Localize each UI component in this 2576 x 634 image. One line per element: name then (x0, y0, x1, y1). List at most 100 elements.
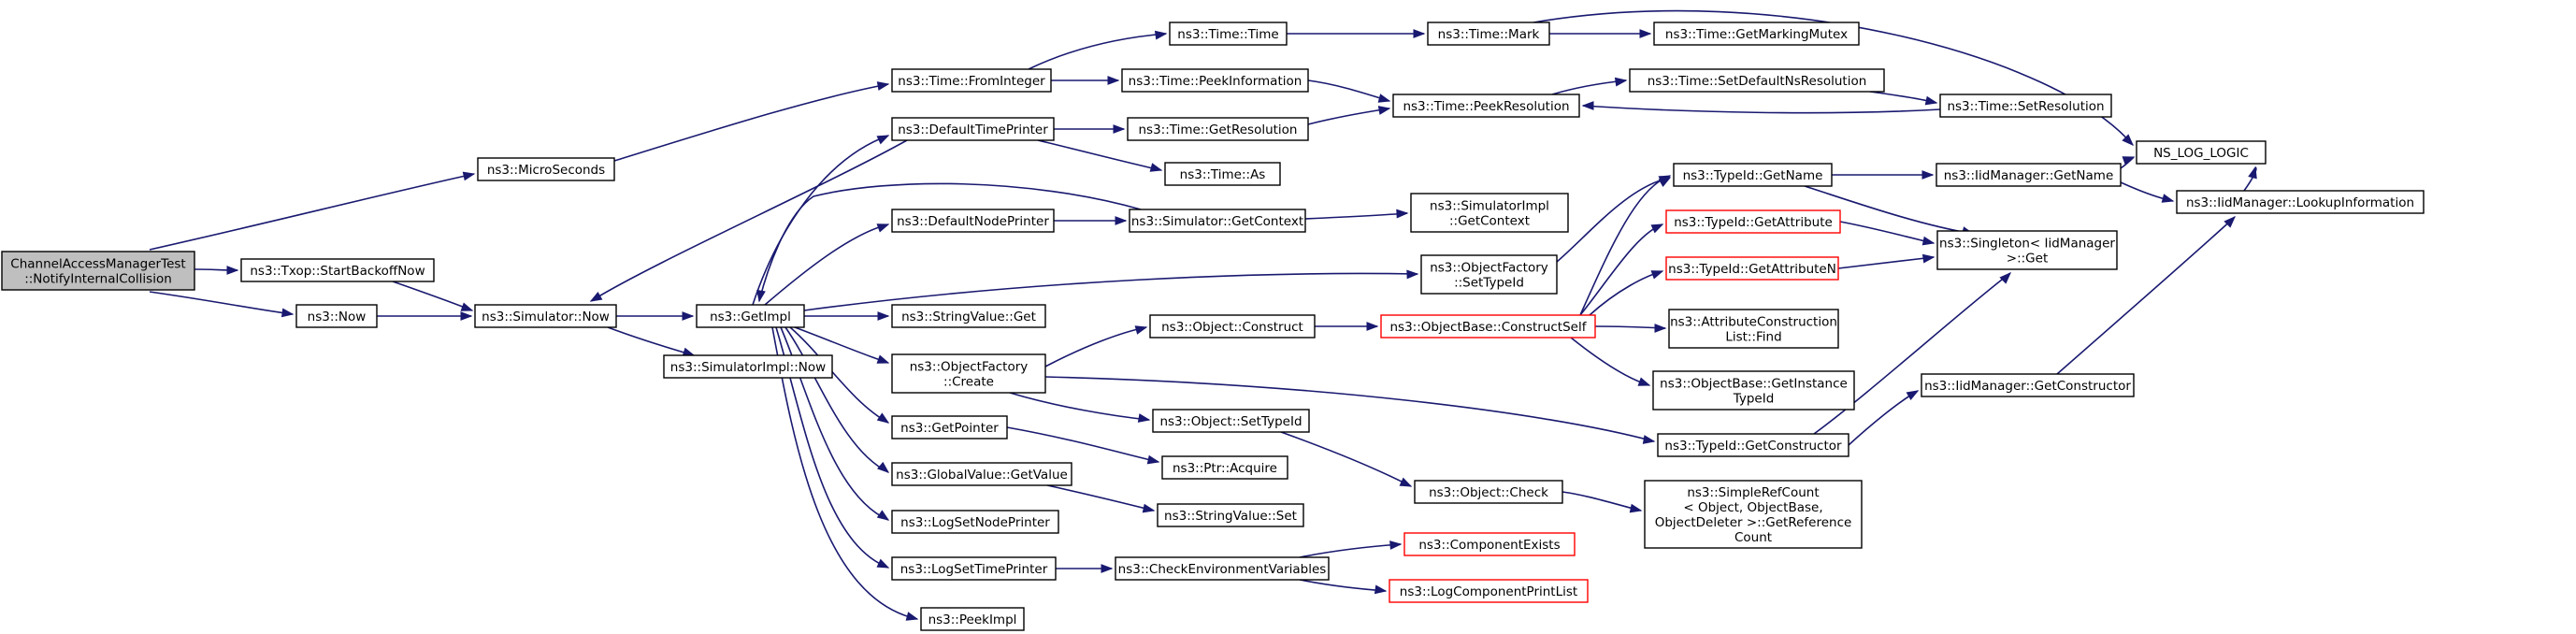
node-now[interactable]: ns3::Now (295, 304, 378, 328)
node-timeas[interactable]: ns3::Time::As (1164, 162, 1281, 186)
node-compexists[interactable]: ns3::ComponentExists (1403, 532, 1576, 556)
node-peekres[interactable]: ns3::Time::PeekResolution (1392, 94, 1580, 118)
node-box[interactable] (1427, 22, 1550, 46)
node-logsetnode[interactable]: ns3::LogSetNodePrinter (891, 510, 1059, 534)
node-box[interactable] (1149, 314, 1316, 339)
node-getimpl[interactable]: ns3::GetImpl (696, 304, 805, 328)
node-box[interactable] (1629, 68, 1885, 93)
node-deftimeprinter[interactable]: ns3::DefaultTimePrinter (891, 117, 1055, 141)
node-box[interactable] (1410, 193, 1569, 233)
node-stringget[interactable]: ns3::StringValue::Get (891, 304, 1046, 328)
node-getres[interactable]: ns3::Time::GetResolution (1127, 117, 1309, 141)
node-getpointer[interactable]: ns3::GetPointer (891, 415, 1008, 439)
node-tigetname[interactable]: ns3::TypeId::GetName (1673, 163, 1833, 187)
node-box[interactable] (2176, 190, 2425, 214)
node-box[interactable] (1121, 68, 1309, 93)
node-box[interactable] (1414, 480, 1563, 504)
node-box[interactable] (1657, 433, 1849, 457)
node-setdefnsres[interactable]: ns3::Time::SetDefaultNsResolution (1629, 68, 1885, 93)
node-setres[interactable]: ns3::Time::SetResolution (1939, 94, 2112, 118)
node-box[interactable] (696, 304, 805, 328)
node-strset[interactable]: ns3::StringValue::Set (1157, 503, 1304, 527)
node-iidgetctor[interactable]: ns3::IidManager::GetConstructor (1921, 373, 2135, 397)
node-defnodeprinter[interactable]: ns3::DefaultNodePrinter (891, 209, 1055, 233)
node-box[interactable] (1161, 455, 1288, 480)
node-box[interactable] (2136, 140, 2267, 165)
node-box[interactable] (1115, 556, 1330, 581)
node-box[interactable] (1420, 254, 1558, 295)
node-ofsettypeid[interactable]: ns3::ObjectFactory::SetTypeId (1420, 254, 1558, 295)
node-box[interactable] (663, 354, 833, 379)
node-box[interactable] (1936, 230, 2118, 270)
node-root[interactable]: ChannelAccessManagerTest::NotifyInternal… (1, 251, 195, 291)
node-simgetctx[interactable]: ns3::Simulator::GetContext (1129, 209, 1306, 233)
node-simplerefcount[interactable]: ns3::SimpleRefCount< Object, ObjectBase,… (1644, 480, 1863, 549)
node-ofcreate[interactable]: ns3::ObjectFactory::Create (891, 353, 1046, 394)
node-singletonget[interactable]: ns3::Singleton< IidManager >::Get (1936, 230, 2118, 270)
node-box[interactable] (891, 510, 1059, 534)
node-box[interactable] (1665, 256, 1839, 281)
node-ptracquire[interactable]: ns3::Ptr::Acquire (1161, 455, 1288, 480)
node-box[interactable] (920, 607, 1025, 631)
node-box[interactable] (891, 556, 1057, 581)
node-box[interactable] (295, 304, 378, 328)
node-objconstruct[interactable]: ns3::Object::Construct (1149, 314, 1316, 339)
node-objcheck[interactable]: ns3::Object::Check (1414, 480, 1563, 504)
node-iidgetname[interactable]: ns3::IidManager::GetName (1936, 163, 2122, 187)
node-logcompprint[interactable]: ns3::LogComponentPrintList (1389, 579, 1589, 603)
node-box[interactable] (891, 117, 1055, 141)
node-logsettime[interactable]: ns3::LogSetTimePrinter (891, 556, 1057, 581)
node-box[interactable] (1380, 314, 1596, 339)
node-timemark[interactable]: ns3::Time::Mark (1427, 22, 1550, 46)
node-box[interactable] (891, 209, 1055, 233)
node-checkenv[interactable]: ns3::CheckEnvironmentVariables (1115, 556, 1330, 581)
node-box[interactable] (891, 304, 1046, 328)
node-box[interactable] (1939, 94, 2112, 118)
node-box[interactable] (1164, 162, 1281, 186)
node-box[interactable] (1152, 409, 1310, 433)
node-simimplnow[interactable]: ns3::SimulatorImpl::Now (663, 354, 833, 379)
node-box[interactable] (1169, 22, 1288, 46)
node-box[interactable] (1392, 94, 1580, 118)
node-iidlookup[interactable]: ns3::IidManager::LookupInformation (2176, 190, 2425, 214)
node-gvgetvalue[interactable]: ns3::GlobalValue::GetValue (891, 462, 1072, 486)
node-box[interactable] (1921, 373, 2135, 397)
node-tigetctor[interactable]: ns3::TypeId::GetConstructor (1657, 433, 1849, 457)
node-startbackoff[interactable]: ns3::Txop::StartBackoffNow (240, 258, 435, 282)
node-box[interactable] (477, 157, 615, 181)
node-box[interactable] (1665, 209, 1841, 234)
node-box[interactable] (1127, 117, 1309, 141)
node-box[interactable] (1644, 480, 1863, 549)
node-box[interactable] (891, 462, 1072, 486)
node-box[interactable] (891, 68, 1052, 93)
node-tigetattr[interactable]: ns3::TypeId::GetAttribute (1665, 209, 1841, 234)
node-box[interactable] (1668, 309, 1839, 349)
node-simimplgetctx[interactable]: ns3::SimulatorImpl::GetContext (1410, 193, 1569, 233)
node-constructself[interactable]: ns3::ObjectBase::ConstructSelf (1380, 314, 1596, 339)
node-box[interactable] (240, 258, 435, 282)
node-box[interactable] (1, 251, 195, 291)
node-box[interactable] (1652, 370, 1855, 411)
node-box[interactable] (891, 353, 1046, 394)
node-box[interactable] (1653, 22, 1860, 46)
node-simnow[interactable]: ns3::Simulator::Now (474, 304, 617, 328)
node-fromint[interactable]: ns3::Time::FromInteger (891, 68, 1052, 93)
node-box[interactable] (1129, 209, 1306, 233)
node-peekimpl[interactable]: ns3::PeekImpl (920, 607, 1025, 631)
node-timetime[interactable]: ns3::Time::Time (1169, 22, 1288, 46)
node-getmarkmutex[interactable]: ns3::Time::GetMarkingMutex (1653, 22, 1860, 46)
node-peekinfo[interactable]: ns3::Time::PeekInformation (1121, 68, 1309, 93)
node-box[interactable] (1403, 532, 1576, 556)
node-box[interactable] (474, 304, 617, 328)
node-tigetattrn[interactable]: ns3::TypeId::GetAttributeN (1665, 256, 1839, 281)
node-box[interactable] (1389, 579, 1589, 603)
node-objsettypeid[interactable]: ns3::Object::SetTypeId (1152, 409, 1310, 433)
node-nslog[interactable]: NS_LOG_LOGIC (2136, 140, 2267, 165)
node-box[interactable] (1936, 163, 2122, 187)
node-box[interactable] (891, 415, 1008, 439)
node-box[interactable] (1157, 503, 1304, 527)
node-microseconds[interactable]: ns3::MicroSeconds (477, 157, 615, 181)
node-box[interactable] (1673, 163, 1833, 187)
